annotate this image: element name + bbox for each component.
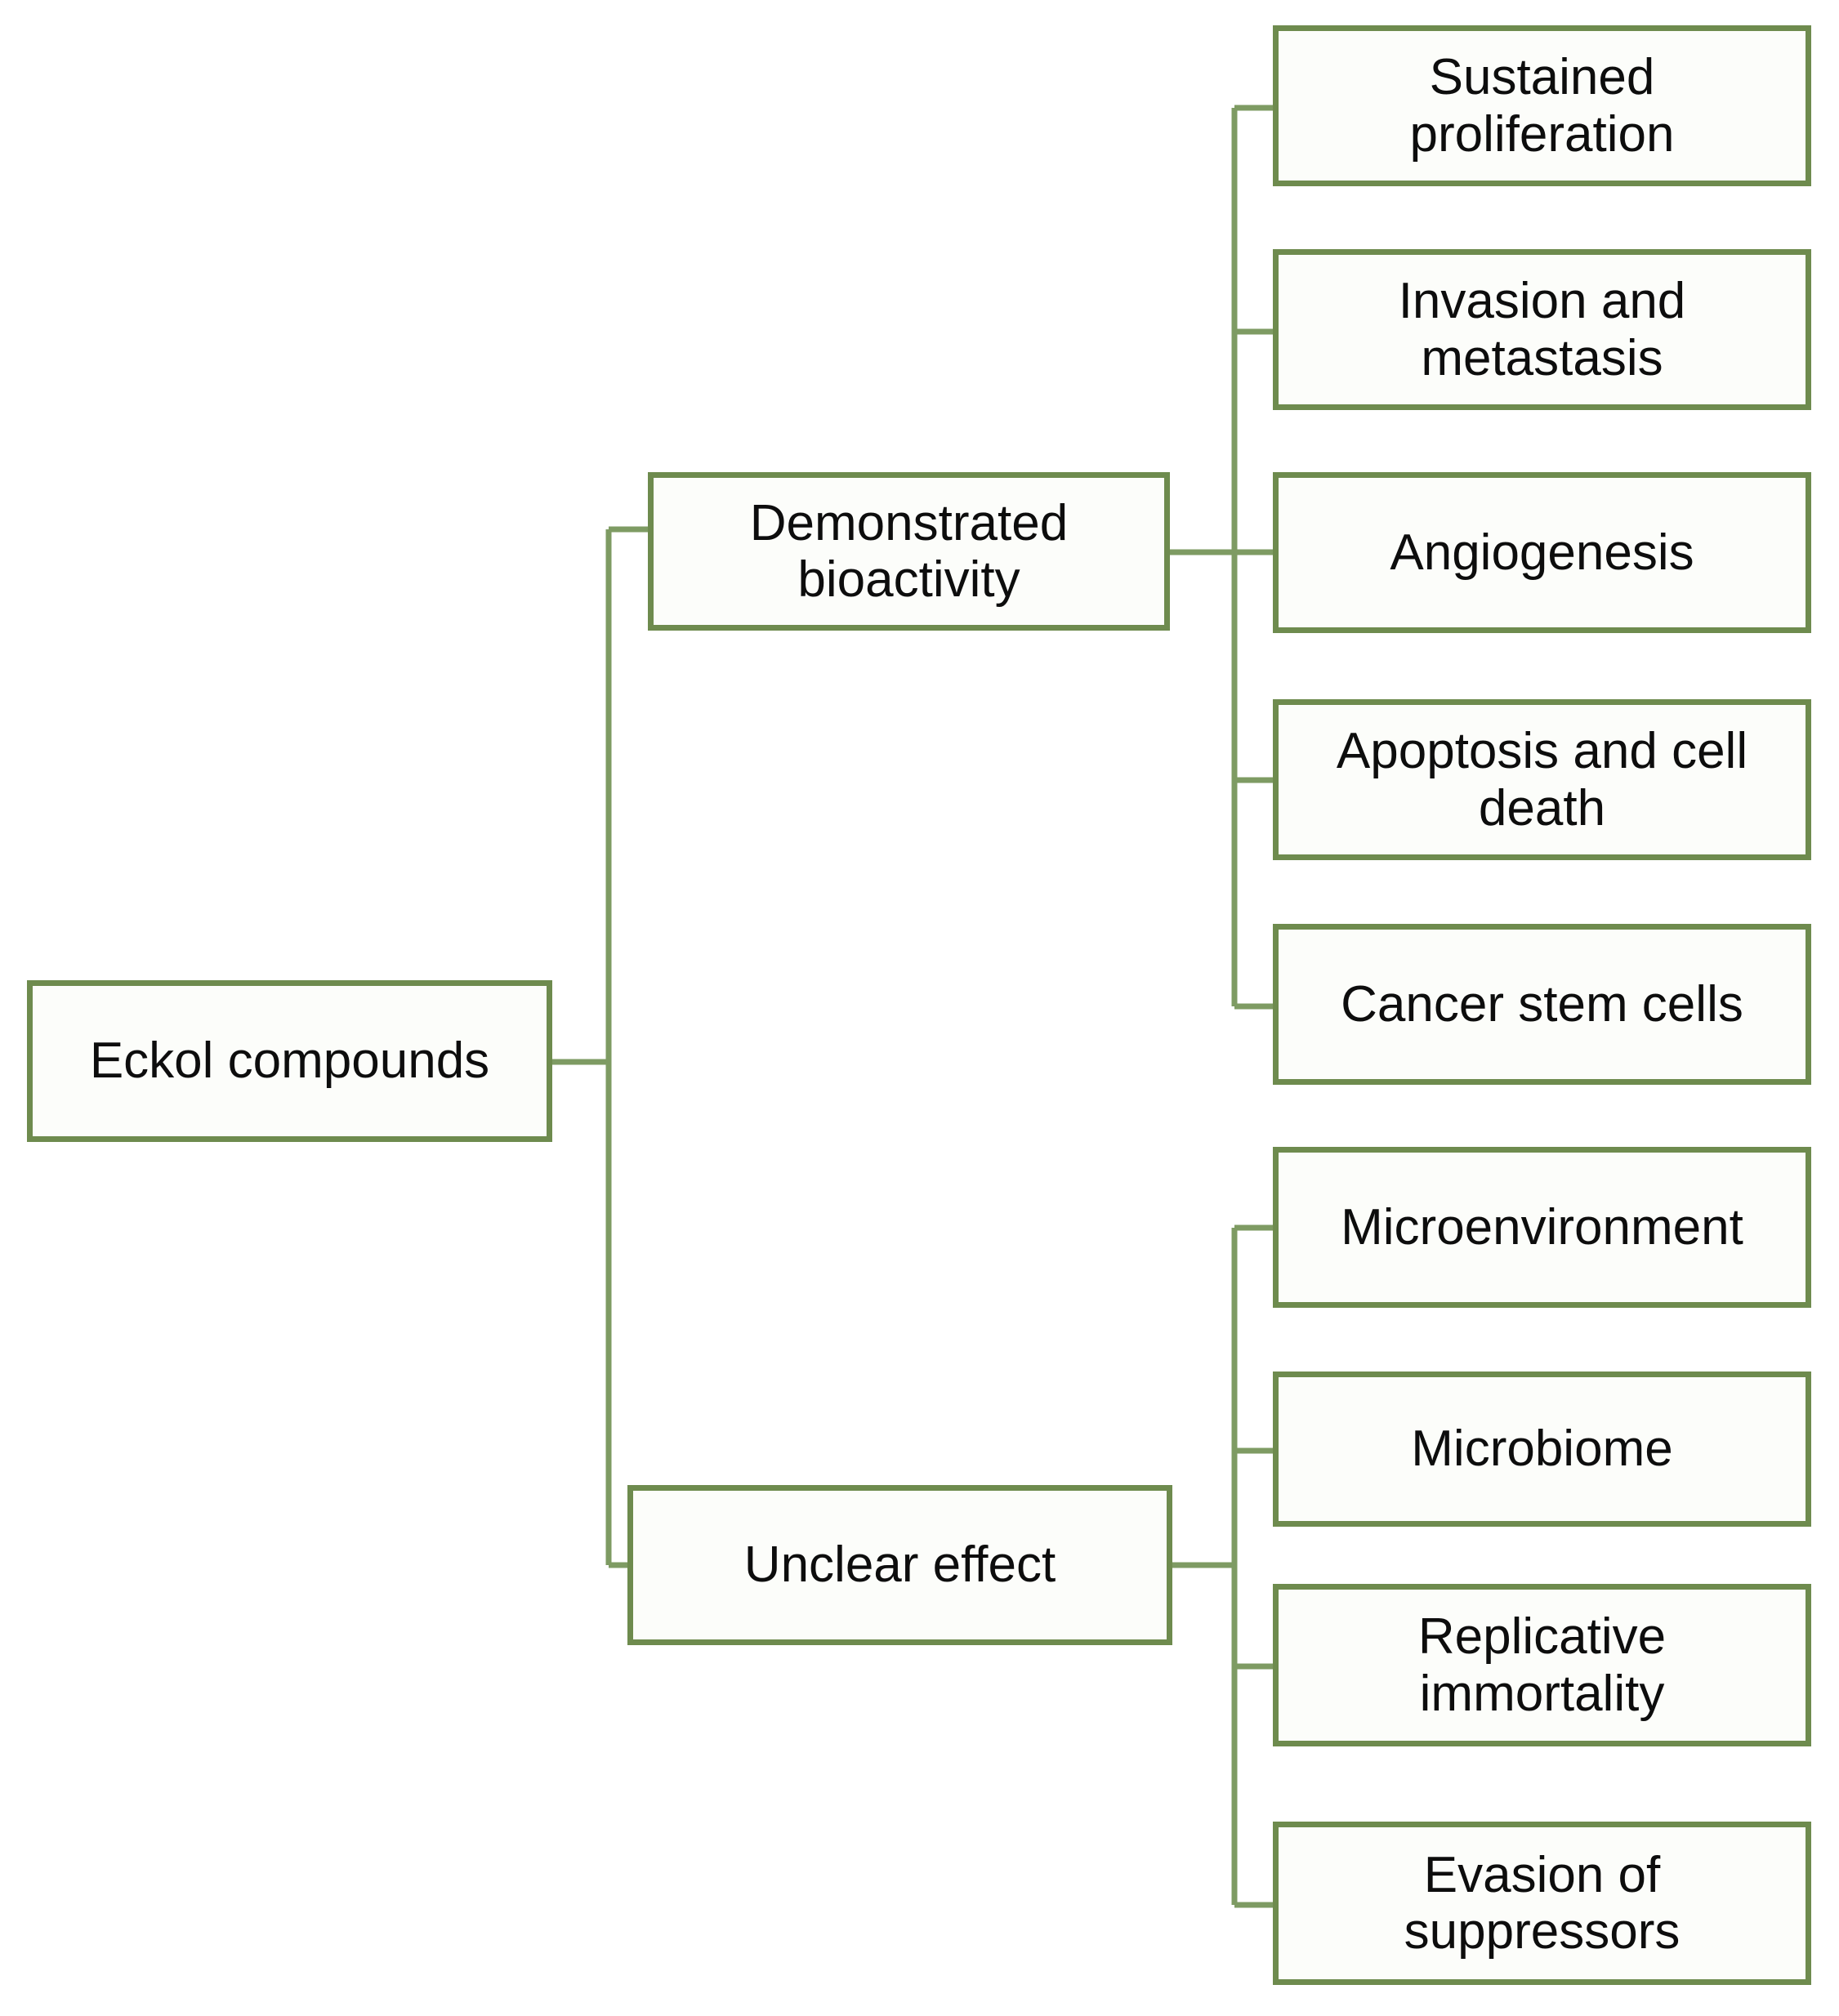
node-label-demonstrated-bioactivity: Demonstrated bioactivity [749, 494, 1069, 608]
node-replicative-immortality[interactable]: Replicative immortality [1273, 1584, 1811, 1746]
node-cancer-stem-cells[interactable]: Cancer stem cells [1273, 924, 1811, 1085]
node-label-eckol-compounds: Eckol compounds [89, 1033, 490, 1090]
node-microbiome[interactable]: Microbiome [1273, 1372, 1811, 1527]
node-invasion-and-metastasis[interactable]: Invasion and metastasis [1273, 249, 1811, 410]
node-demonstrated-bioactivity[interactable]: Demonstrated bioactivity [648, 472, 1170, 631]
node-label-evasion-of-suppressors: Evasion of suppressors [1404, 1846, 1681, 1960]
node-evasion-of-suppressors[interactable]: Evasion of suppressors [1273, 1822, 1811, 1985]
node-apoptosis-and-cell-death[interactable]: Apoptosis and cell death [1273, 699, 1811, 860]
node-microenvironment[interactable]: Microenvironment [1273, 1147, 1811, 1308]
node-eckol-compounds[interactable]: Eckol compounds [27, 980, 552, 1142]
node-label-microbiome: Microbiome [1411, 1421, 1673, 1478]
node-angiogenesis[interactable]: Angiogenesis [1273, 472, 1811, 633]
node-label-invasion-and-metastasis: Invasion and metastasis [1398, 273, 1686, 386]
node-sustained-proliferation[interactable]: Sustained proliferation [1273, 25, 1811, 186]
node-label-cancer-stem-cells: Cancer stem cells [1341, 975, 1743, 1033]
node-label-sustained-proliferation: Sustained proliferation [1409, 49, 1675, 163]
node-unclear-effect[interactable]: Unclear effect [627, 1485, 1172, 1645]
node-label-apoptosis-and-cell-death: Apoptosis and cell death [1336, 723, 1748, 836]
node-label-unclear-effect: Unclear effect [743, 1537, 1056, 1594]
node-label-replicative-immortality: Replicative immortality [1417, 1608, 1667, 1722]
node-label-angiogenesis: Angiogenesis [1390, 524, 1694, 581]
node-label-microenvironment: Microenvironment [1341, 1198, 1743, 1256]
